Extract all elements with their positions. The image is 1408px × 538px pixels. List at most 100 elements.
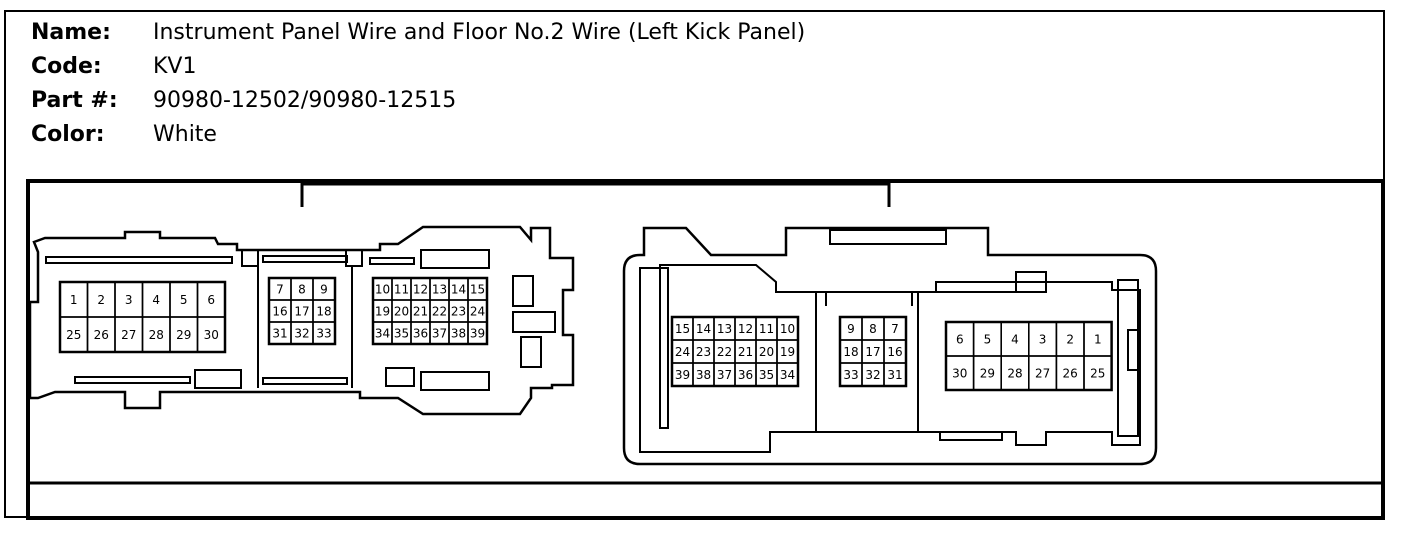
- pin-number: 34: [780, 368, 795, 382]
- right-top-key: [829, 229, 947, 245]
- pin-number: 22: [432, 305, 447, 319]
- pin-number: 37: [717, 368, 732, 382]
- pin-number: 39: [470, 327, 485, 341]
- left-side-key-bottom: [520, 336, 542, 368]
- pin-number: 35: [759, 368, 774, 382]
- pin-number: 28: [149, 328, 164, 342]
- pin-cell: [883, 362, 907, 387]
- pin-number: 36: [413, 327, 428, 341]
- left-latch-top: [420, 249, 490, 269]
- pin-number: 33: [316, 327, 331, 341]
- left-corner-b: [345, 249, 363, 267]
- right-outer-outline: [622, 226, 1158, 466]
- pin-number: 4: [152, 293, 160, 307]
- pin-number: 8: [869, 322, 877, 336]
- left-rib-bottom-b: [262, 377, 348, 385]
- right-rib-top: [935, 281, 1047, 293]
- pin-number: 31: [272, 327, 287, 341]
- pin-number: 17: [865, 345, 880, 359]
- pin-number: 5: [180, 293, 188, 307]
- left-rib-bottom-a: [74, 376, 191, 384]
- pin-number: 25: [1090, 367, 1105, 381]
- pin-number: 25: [66, 328, 81, 342]
- pin-number: 23: [696, 345, 711, 359]
- right-rib-bottom: [939, 431, 1003, 441]
- pin-number: 6: [207, 293, 215, 307]
- diagram-frame: [26, 179, 1385, 520]
- pin-number: 22: [717, 345, 732, 359]
- pin-number: 9: [847, 322, 855, 336]
- pin-number: 18: [843, 345, 858, 359]
- pin-number: 5: [984, 333, 992, 347]
- pin-number: 27: [121, 328, 136, 342]
- pin-number: 4: [1011, 333, 1019, 347]
- part-value: 90980-12502/90980-12515: [153, 88, 457, 113]
- pin-number: 20: [759, 345, 774, 359]
- pin-number: 31: [887, 368, 902, 382]
- pin-number: 3: [125, 293, 133, 307]
- pin-number: 21: [738, 345, 753, 359]
- part-label: Part #:: [31, 88, 118, 113]
- left-rib-top-c: [369, 257, 415, 265]
- pin-number: 10: [375, 283, 390, 297]
- pin-number: 29: [176, 328, 191, 342]
- pin-cell: [312, 321, 336, 345]
- pin-number: 26: [94, 328, 109, 342]
- pin-number: 17: [294, 305, 309, 319]
- pin-number: 37: [432, 327, 447, 341]
- pin-cell: [196, 316, 226, 353]
- pin-number: 24: [470, 305, 485, 319]
- left-side-key-top: [512, 275, 534, 307]
- pin-number: 2: [1066, 333, 1074, 347]
- pin-number: 39: [675, 368, 690, 382]
- pin-number: 3: [1039, 333, 1047, 347]
- pin-number: 1: [1094, 333, 1102, 347]
- pin-number: 11: [759, 322, 774, 336]
- pairing-bracket: [300, 182, 891, 207]
- pin-number: 33: [843, 368, 858, 382]
- pin-cell: [467, 321, 488, 345]
- pin-number: 19: [780, 345, 795, 359]
- left-rib-top-a: [45, 256, 233, 264]
- pin-number: 34: [375, 327, 390, 341]
- right-side-notch: [1127, 329, 1141, 371]
- pin-cell: [776, 362, 799, 387]
- left-outer-outline: [28, 225, 575, 416]
- pin-number: 18: [316, 305, 331, 319]
- pin-number: 20: [394, 305, 409, 319]
- pin-number: 13: [432, 283, 447, 297]
- pin-number: 21: [413, 305, 428, 319]
- pin-number: 36: [738, 368, 753, 382]
- pin-number: 24: [675, 345, 690, 359]
- left-side-key-mid: [512, 311, 556, 333]
- pin-cell: [1083, 355, 1113, 391]
- pin-number: 2: [97, 293, 105, 307]
- pin-number: 27: [1035, 367, 1050, 381]
- pin-number: 14: [696, 322, 711, 336]
- left-rib-top-b: [262, 255, 348, 263]
- pin-number: 10: [780, 322, 795, 336]
- left-latch-bottom: [385, 367, 415, 387]
- right-side-rail: [1117, 279, 1139, 437]
- pin-number: 29: [980, 367, 995, 381]
- pin-number: 38: [451, 327, 466, 341]
- pin-number: 19: [375, 305, 390, 319]
- pin-number: 15: [470, 283, 485, 297]
- code-value: KV1: [153, 54, 197, 79]
- pin-number: 16: [887, 345, 902, 359]
- pin-number: 9: [320, 283, 328, 297]
- left-connector-housing: [28, 225, 575, 416]
- pin-number: 11: [394, 283, 409, 297]
- left-corner-a: [241, 249, 259, 267]
- pin-number: 30: [952, 367, 967, 381]
- pin-number: 16: [272, 305, 287, 319]
- pin-number: 12: [413, 283, 428, 297]
- pin-number: 6: [956, 333, 964, 347]
